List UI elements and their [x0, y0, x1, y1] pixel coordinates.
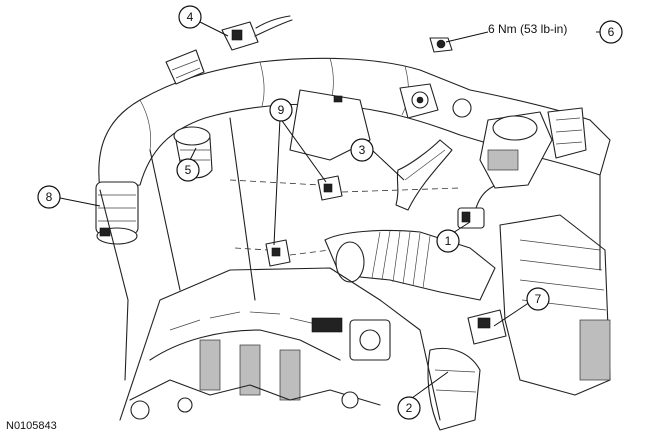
- vacuum-hose: [395, 139, 453, 211]
- mounting-bracket-nut: [399, 37, 472, 119]
- electrical-connector: [457, 185, 495, 229]
- leader-lines: [59, 21, 602, 399]
- callout-9-number: 9: [278, 103, 285, 117]
- duct-clamp: [467, 309, 507, 345]
- lower-hose: [427, 347, 481, 431]
- callout-3: 3: [350, 138, 374, 162]
- figure-id: N0105843: [6, 420, 57, 432]
- callout-7-number: 7: [535, 292, 542, 306]
- structural-outline: [99, 117, 601, 381]
- callout-2-number: 2: [406, 401, 413, 415]
- intake-manifold-rail: [289, 89, 371, 161]
- air-cleaner-outlet-duct: [324, 229, 496, 301]
- callout-9: 9: [269, 98, 293, 122]
- callout-6-number: 6: [608, 25, 615, 39]
- hose-clip-lower: [265, 239, 291, 267]
- callout-7: 7: [526, 287, 550, 311]
- callout-6: 6: [599, 20, 623, 44]
- callout-1-number: 1: [445, 234, 452, 248]
- engine-block: [119, 267, 441, 421]
- callout-8-number: 8: [46, 190, 53, 204]
- callout-5-number: 5: [185, 163, 192, 177]
- callout-8: 8: [37, 185, 61, 209]
- callout-4: 4: [178, 5, 202, 29]
- callout-2: 2: [397, 396, 421, 420]
- callout-4-number: 4: [187, 10, 194, 24]
- sensor-electrical-connector: [165, 15, 293, 85]
- tube-coupler-clamp: [95, 181, 139, 245]
- callout-3-number: 3: [359, 143, 366, 157]
- solenoid-valve-assembly: [479, 107, 587, 189]
- torque-spec-label: 6 Nm (53 lb-in): [488, 22, 568, 36]
- hose-clip-upper: [317, 175, 343, 201]
- callout-1: 1: [436, 229, 460, 253]
- routing-dash-lines: [229, 179, 461, 256]
- air-cleaner-housing: [499, 214, 611, 396]
- callout-5: 5: [176, 158, 200, 182]
